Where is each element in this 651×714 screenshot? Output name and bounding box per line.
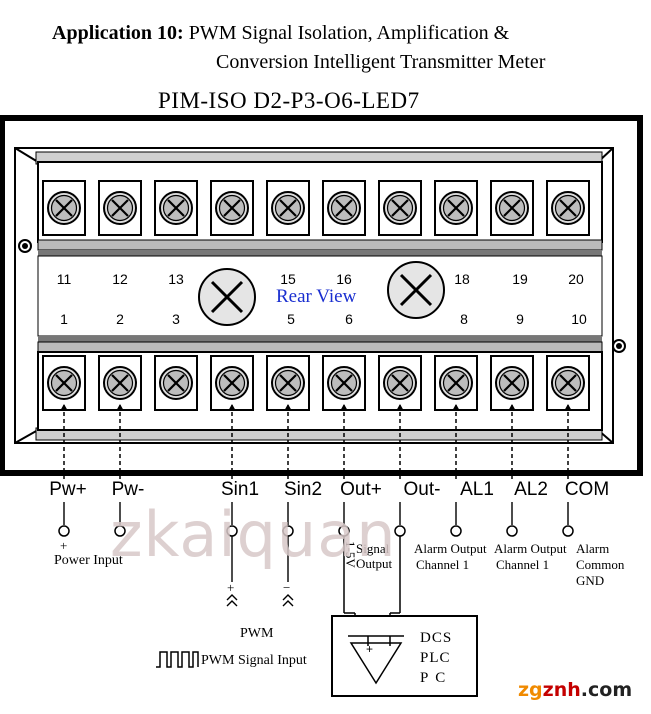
alarm2-line1: Alarm Output bbox=[494, 541, 567, 556]
terminal-number-20: 20 bbox=[568, 271, 584, 287]
terminal-node-pw-plus bbox=[58, 525, 70, 537]
page-title: Application 10: PWM Signal Isolation, Am… bbox=[52, 22, 509, 45]
pwm-lead-chevrons bbox=[226, 594, 294, 607]
terminal-node-pw-minus bbox=[114, 525, 126, 537]
terminal-number-15: 15 bbox=[280, 271, 296, 287]
terminal-number-19: 19 bbox=[512, 271, 528, 287]
terminal-label-pw-plus: Pw+ bbox=[49, 479, 87, 500]
terminal-number-16: 16 bbox=[336, 271, 352, 287]
terminal-node-com bbox=[562, 525, 574, 537]
sin-minus-sign: − bbox=[283, 580, 291, 595]
terminal-label-out-plus: Out+ bbox=[340, 479, 382, 500]
voltage-range-label: 1-5V bbox=[343, 541, 358, 568]
large-screw-left bbox=[198, 268, 256, 326]
terminal-number-8: 8 bbox=[460, 311, 468, 327]
terminal-number-12: 12 bbox=[112, 271, 128, 287]
alarm2-line2: Channel 1 bbox=[496, 557, 550, 572]
terminal-number-13: 13 bbox=[168, 271, 184, 287]
terminal-number-18: 18 bbox=[454, 271, 470, 287]
watermark: zkaiquan bbox=[110, 498, 397, 571]
logo-part-a: zg bbox=[518, 679, 543, 701]
terminal-label-out-minus: Out- bbox=[403, 479, 441, 500]
pwm-pulse-icon bbox=[156, 651, 199, 668]
terminal-number-3: 3 bbox=[172, 311, 180, 327]
signal-output-line1: Signal bbox=[356, 541, 390, 556]
pwm-label: PWM bbox=[240, 626, 274, 641]
alarm-com-line1: Alarm bbox=[576, 541, 610, 556]
title-line2: Conversion Intelligent Transmitter Meter bbox=[216, 51, 546, 73]
terminal-number-6: 6 bbox=[345, 311, 353, 327]
plc-label: PLC bbox=[420, 650, 451, 666]
power-input-label: Power Input bbox=[54, 553, 123, 568]
terminal-number-9: 9 bbox=[516, 311, 524, 327]
terminal-label-al1: AL1 bbox=[460, 479, 494, 500]
rear-view-label: Rear View bbox=[276, 286, 357, 307]
power-plus-sign: + bbox=[60, 538, 68, 553]
site-logo: zgznh.com bbox=[518, 679, 632, 701]
alarm-com-line3: GND bbox=[576, 573, 605, 588]
terminal-number-10: 10 bbox=[571, 311, 587, 327]
terminal-label-pw-minus: Pw- bbox=[111, 479, 145, 500]
terminal-node-al1 bbox=[450, 525, 462, 537]
title-prefix: Application 10: bbox=[52, 22, 184, 44]
amplifier-symbol bbox=[348, 635, 404, 685]
terminal-number-5: 5 bbox=[287, 311, 295, 327]
signal-output-line2: Output bbox=[356, 556, 393, 571]
alarm-com-line2: Common bbox=[576, 557, 625, 572]
bottom-terminal-block bbox=[37, 336, 603, 431]
title-line1: PWM Signal Isolation, Amplification & bbox=[188, 22, 510, 44]
terminal-number-2: 2 bbox=[116, 311, 124, 327]
dcs-label: DCS bbox=[420, 630, 453, 646]
terminal-label-al2: AL2 bbox=[514, 479, 548, 500]
terminal-number-1: 1 bbox=[60, 311, 68, 327]
top-terminal-block bbox=[37, 161, 603, 256]
terminal-label-sin2: Sin2 bbox=[283, 479, 323, 500]
terminal-label-sin1: Sin1 bbox=[220, 479, 260, 500]
logo-part-c: .com bbox=[580, 679, 633, 701]
svg-text:+: + bbox=[366, 642, 373, 656]
sin-plus-sign: + bbox=[227, 580, 235, 595]
model-number: PIM-ISO D2-P3-O6-LED7 bbox=[158, 88, 420, 113]
alarm1-line2: Channel 1 bbox=[416, 557, 470, 572]
terminal-node-al2 bbox=[506, 525, 518, 537]
terminal-label-com: COM bbox=[564, 479, 610, 500]
pc-label: P C bbox=[420, 670, 446, 686]
terminal-number-11: 11 bbox=[56, 271, 72, 287]
logo-part-b: znh bbox=[542, 679, 581, 701]
large-screw-right bbox=[387, 261, 445, 319]
alarm1-line1: Alarm Output bbox=[414, 541, 487, 556]
pwm-input-label: PWM Signal Input bbox=[201, 653, 307, 668]
dcs-plc-box bbox=[331, 615, 478, 697]
